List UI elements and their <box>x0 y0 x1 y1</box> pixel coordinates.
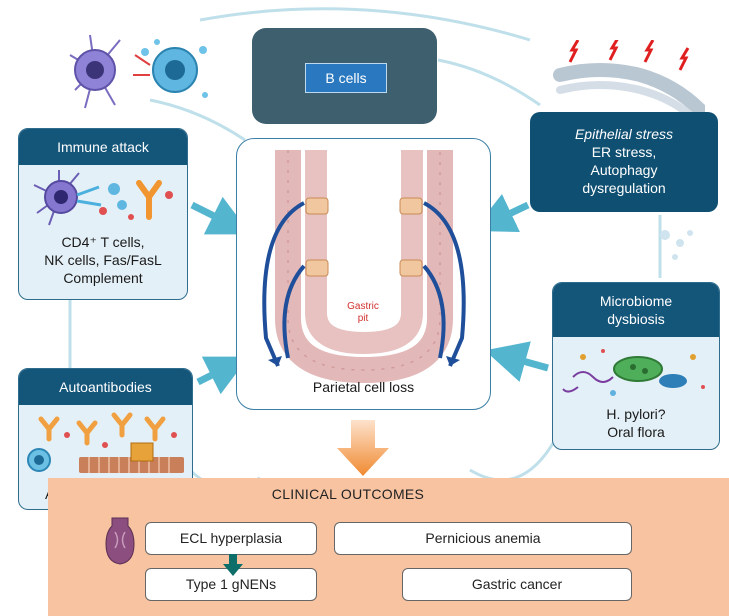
epithelial-stress-line-2: Autophagy <box>590 162 658 178</box>
parietal-cell-loss-label: Parietal cell loss <box>312 379 415 395</box>
arrow-epithelial-stress <box>473 194 530 233</box>
autoantibodies-title: Autoantibodies <box>19 369 192 405</box>
gastric-pit-illustration <box>262 150 466 384</box>
pathogen-illustration <box>33 170 173 226</box>
microbiome-card: Microbiome dysbiosis H. pylori? Oral flo… <box>552 282 720 450</box>
er-stress-illustration <box>553 40 705 115</box>
epithelial-stress-line-3: dysregulation <box>582 180 666 196</box>
microbiome-line-2: Oral flora <box>607 424 665 440</box>
type1-gnens-box: Type 1 gNENs <box>145 568 317 601</box>
antibody-illustration <box>27 412 184 473</box>
immune-attack-card: Immune attack CD4⁺ T cells, NK cells, Fa… <box>18 128 188 300</box>
epithelial-stress-line-1: ER stress, <box>591 144 657 160</box>
arrow-autoantibodies <box>196 356 249 395</box>
immune-attack-line-3: Complement <box>63 270 143 286</box>
epithelial-stress-card: Epithelial stress ER stress, Autophagy d… <box>530 112 718 212</box>
gastric-cancer-box: Gastric cancer <box>402 568 632 601</box>
arrow-microbiome <box>484 341 549 382</box>
pernicious-anemia-box: Pernicious anemia <box>334 522 632 555</box>
b-cells-label: B cells <box>305 63 387 93</box>
epithelial-stress-title: Epithelial stress <box>574 126 674 142</box>
bacteria-illustration <box>562 349 705 396</box>
gastric-pit-label-1: Gastric <box>347 301 379 312</box>
progression-arrow <box>223 554 243 576</box>
stomach-icon <box>105 517 135 565</box>
microbiome-title-line-1: Microbiome <box>599 293 673 309</box>
decorative-dots <box>660 230 693 260</box>
ecl-hyperplasia-box: ECL hyperplasia <box>145 522 317 555</box>
gastric-pit-label-2: pit <box>357 313 369 324</box>
immune-attack-title: Immune attack <box>19 129 187 165</box>
down-arrow <box>337 420 389 476</box>
microbiome-line-1: H. pylori? <box>606 406 666 422</box>
immune-attack-line-1: CD4⁺ T cells, <box>61 234 145 250</box>
clinical-outcomes-title: CLINICAL OUTCOMES <box>271 486 425 502</box>
arrow-immune-attack <box>190 196 251 235</box>
microbiome-title-line-2: dysbiosis <box>607 311 665 327</box>
immune-attack-line-2: NK cells, Fas/FasL <box>44 252 162 268</box>
immune-cells-illustration <box>69 34 208 109</box>
